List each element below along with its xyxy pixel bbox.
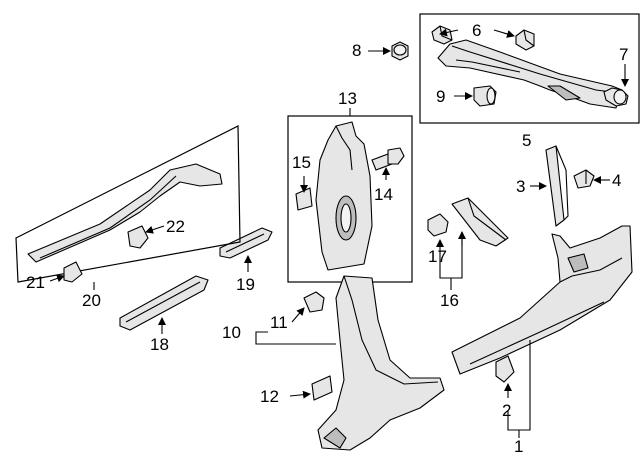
foam-block-part-12 [311, 375, 333, 401]
b-pillar-lower-trim-part-10 [317, 275, 445, 451]
callout-18: 18 [150, 335, 169, 354]
callout-17: 17 [428, 247, 447, 266]
cowl-trim-panel [437, 39, 623, 109]
group-box-20 [15, 125, 241, 283]
callout-3: 3 [516, 177, 525, 196]
rear-sill-plate [27, 163, 223, 263]
callout-10: 10 [222, 323, 241, 342]
callout-1: 1 [514, 437, 523, 456]
callout-7: 7 [619, 45, 628, 64]
b-pillar-lower-strip-part-3 [545, 145, 569, 227]
front-scuff-plate-part-1 [451, 225, 633, 375]
clip-part-21 [63, 261, 83, 283]
group-box-5 [419, 13, 640, 124]
clip-part-11 [303, 291, 325, 313]
callout-15: 15 [292, 153, 311, 172]
callout-22: 22 [166, 217, 185, 236]
bracket-part-16 [451, 197, 509, 247]
clip-part-6-right [515, 29, 535, 51]
callout-13: 13 [338, 89, 357, 108]
callout-5: 5 [522, 131, 531, 150]
push-pin-part-7 [603, 87, 629, 107]
plug-part-9 [473, 85, 497, 107]
callout-11: 11 [270, 313, 288, 332]
clip-part-4 [573, 169, 595, 189]
callout-4: 4 [612, 171, 621, 190]
b-pillar-upper-trim [315, 121, 373, 271]
callout-14: 14 [374, 185, 393, 204]
callout-8: 8 [352, 41, 361, 60]
clip-part-2 [495, 355, 515, 383]
callout-2: 2 [502, 401, 511, 420]
bolt-part-14 [371, 147, 405, 171]
callout-9: 9 [436, 87, 445, 106]
callout-12: 12 [260, 387, 279, 406]
callout-16: 16 [440, 291, 459, 310]
retainer-part-17 [427, 213, 449, 237]
clip-part-22 [127, 225, 149, 249]
callout-19: 19 [236, 275, 255, 294]
callout-21: 21 [26, 273, 45, 292]
screw-part-8 [391, 41, 409, 61]
callout-6: 6 [472, 21, 481, 40]
scuff-pad-part-18 [119, 275, 209, 331]
group-box-13 [287, 115, 413, 283]
clip-part-6-left [431, 25, 453, 45]
scuff-pad-part-19 [219, 227, 273, 259]
callout-20: 20 [82, 291, 101, 310]
